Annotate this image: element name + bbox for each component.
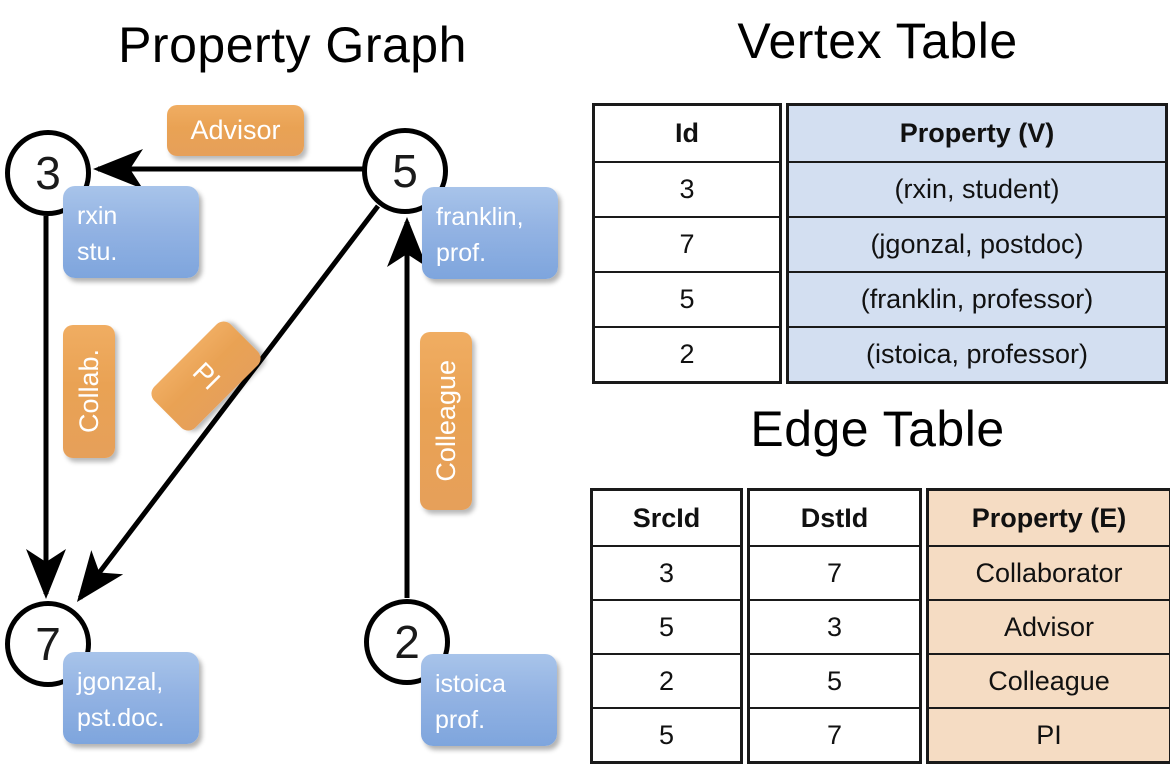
page-title-edge-table: Edge Table [750, 401, 1005, 457]
vertex-table-cell-id: 2 [595, 326, 779, 381]
page-title-property-graph: Property Graph [118, 17, 467, 73]
property-graph-diagram: 3 5 7 2 rxin stu. franklin, prof. jgonza… [0, 0, 585, 760]
graph-node-3-label: 3 [35, 147, 61, 199]
edge-table-header-dstid: DstId [800, 502, 869, 533]
edge-table-cell-property: Collaborator [929, 545, 1169, 599]
vertex-table-cell-id: 5 [595, 271, 779, 326]
page-title-vertex-table: Vertex Table [737, 13, 1018, 69]
vertex-table-column-id: Id 3 7 5 2 [592, 103, 782, 384]
graph-node-5-label: 5 [392, 145, 418, 197]
edge-table-cell-property: PI [929, 707, 1169, 761]
edge-label-pi-text: PI [186, 356, 226, 396]
graph-edges-svg [26, 149, 427, 602]
edge-label-collab-text: Collab. [73, 349, 104, 434]
vertex-table-header-id: Id [675, 118, 699, 148]
graph-node-2-label: 2 [394, 616, 420, 668]
vertex-table-cell-id: 7 [595, 216, 779, 271]
edge-table-column-srcid: SrcId 3 5 2 5 [590, 488, 743, 764]
vertex-table-cell-property: (istoica, professor) [789, 326, 1165, 381]
edge-table-cell-srcid: 5 [593, 599, 740, 653]
edge-table-cell-dstid: 5 [750, 653, 919, 707]
edge-table-cell-dstid: 3 [750, 599, 919, 653]
edge-label-advisor-text: Advisor [190, 115, 281, 145]
vertex-table-cell-property: (franklin, professor) [789, 271, 1165, 326]
edge-table-column-property: Property (E) Collaborator Advisor Collea… [926, 488, 1170, 764]
vertex-property-line: rxin [77, 202, 118, 230]
vertex-table-cell-id: 3 [595, 161, 779, 216]
edge-table-header-srcid: SrcId [632, 502, 701, 533]
edge-label-collab: Collab. [63, 325, 115, 458]
vertex-property-line: prof. [436, 239, 487, 268]
vertex-table-column-property: Property (V) (rxin, student) (jgonzal, p… [786, 103, 1168, 384]
vertex-property-line: pst.doc. [77, 704, 165, 733]
edge-table-cell-property: Colleague [929, 653, 1169, 707]
edge-table-cell-srcid: 5 [593, 707, 740, 761]
edge-label-colleague-text: Colleague [430, 360, 461, 482]
vertex-property-box-2: istoica prof. [421, 654, 557, 746]
vertex-property-box-5: franklin, prof. [422, 187, 558, 279]
edge-table-cell-srcid: 3 [593, 545, 740, 599]
edge-table-cell-dstid: 7 [750, 545, 919, 599]
edge-label-colleague: Colleague [420, 332, 472, 510]
vertex-property-line: stu. [77, 238, 118, 267]
edge-5-to-7 [76, 204, 380, 602]
edge-table-cell-srcid: 2 [593, 653, 740, 707]
edge-label-advisor: Advisor [167, 105, 304, 156]
vertex-property-box-7: jgonzal, pst.doc. [63, 652, 199, 744]
vertex-property-line: franklin, [436, 203, 524, 231]
edge-table-column-dstid: DstId 7 3 5 7 [747, 488, 922, 764]
vertex-table-cell-property: (jgonzal, postdoc) [789, 216, 1165, 271]
graph-node-2[interactable]: 2 [364, 599, 450, 685]
vertex-property-line: istoica [435, 670, 506, 698]
edge-table-cell-dstid: 7 [750, 707, 919, 761]
graph-node-5[interactable]: 5 [362, 128, 448, 214]
vertex-property-line: jgonzal, [77, 668, 164, 696]
edge-table-header-property: Property (E) [929, 491, 1169, 545]
edge-table: SrcId 3 5 2 5 DstId 7 3 5 7 Property (E)… [590, 488, 1170, 764]
vertex-table: Id 3 7 5 2 Property (V) (rxin, student) … [592, 103, 1168, 384]
vertex-table-cell-property: (rxin, student) [789, 161, 1165, 216]
edge-table-cell-property: Advisor [929, 599, 1169, 653]
graph-node-7-label: 7 [35, 618, 61, 670]
vertex-property-line: prof. [435, 706, 486, 735]
vertex-table-header-property: Property (V) [789, 106, 1165, 161]
vertex-property-box-3: rxin stu. [63, 186, 199, 278]
